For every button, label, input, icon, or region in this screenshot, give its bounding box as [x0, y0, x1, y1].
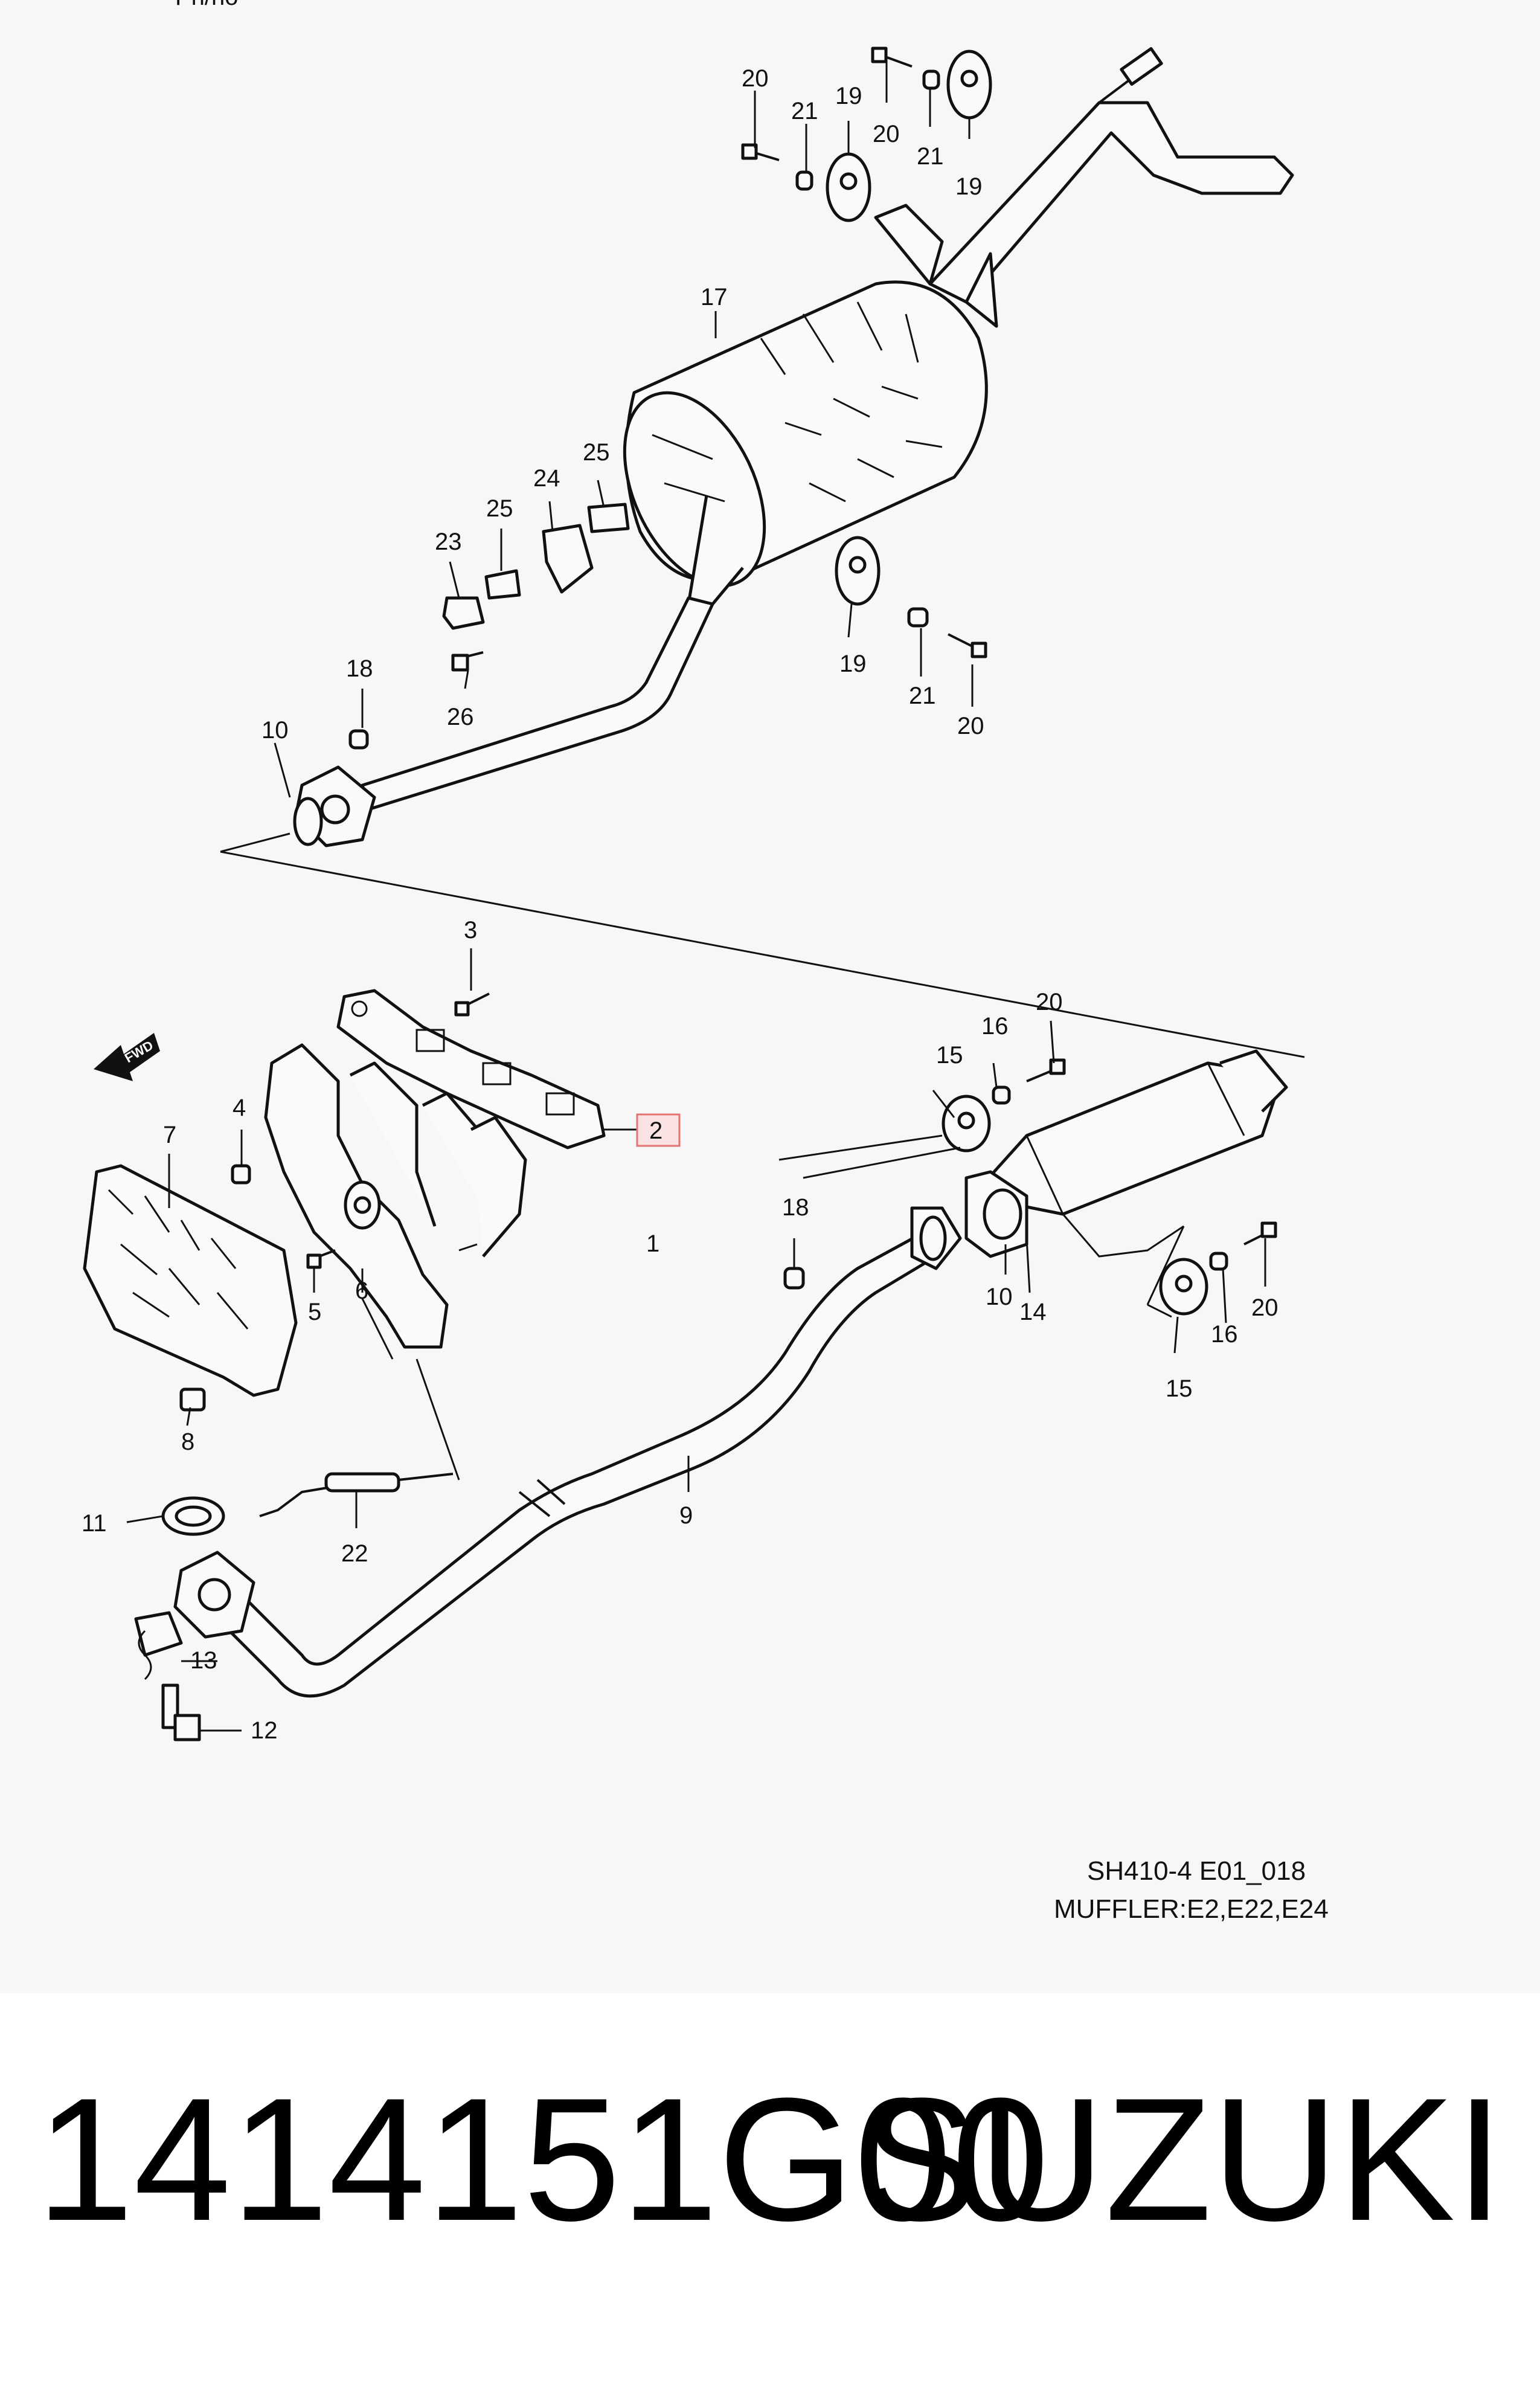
front-exhaust-pipe	[134, 1230, 938, 1741]
callout-22: 22	[341, 1540, 368, 1567]
callout-20: 20	[1251, 1294, 1279, 1321]
highlight-box	[636, 1113, 681, 1147]
brackets-23-26	[442, 503, 630, 672]
hangers-lower	[783, 1058, 1277, 1316]
callout-16: 16	[1211, 1321, 1238, 1348]
callout-17: 17	[701, 284, 728, 310]
callout-24: 24	[533, 465, 560, 492]
leader-lines	[126, 57, 1266, 1732]
callout-20: 20	[957, 713, 984, 739]
hanger-19-top-right	[946, 50, 992, 120]
callout-15: 15	[936, 1042, 963, 1069]
callout-4: 4	[233, 1095, 246, 1121]
tail-pipe	[928, 47, 1294, 304]
catalytic-converter	[910, 1049, 1288, 1270]
part-number: 1414151G00	[36, 2062, 1050, 2257]
callout-19: 19	[955, 173, 983, 200]
callout-13: 13	[190, 1647, 217, 1674]
callout-labels: 20 21 19 20 21 19 17 25 24 25 23 26 18 1…	[82, 65, 1279, 1744]
callout-10: 10	[986, 1284, 1013, 1310]
exhaust-system-diagram: Pn/no	[82, 0, 1329, 1924]
diagram-panel: Pn/no	[82, 0, 1329, 1924]
exhaust-manifold	[264, 1043, 527, 1349]
callout-25: 25	[583, 439, 610, 466]
callout-10: 10	[261, 717, 289, 744]
callout-25: 25	[486, 495, 513, 522]
callout-14: 14	[1019, 1299, 1047, 1325]
callout-19: 19	[839, 651, 867, 677]
callout-5: 5	[308, 1299, 321, 1325]
callout-21: 21	[909, 683, 936, 709]
callout-15: 15	[1166, 1375, 1193, 1402]
exhaust-gasket-11	[161, 1496, 225, 1536]
callout-11: 11	[82, 1510, 107, 1537]
callout-20: 20	[742, 65, 769, 92]
heat-shield	[83, 1164, 298, 1397]
callout-16: 16	[981, 1013, 1009, 1040]
callout-21: 21	[917, 143, 944, 170]
muffler-body	[623, 204, 998, 606]
callout-6: 6	[355, 1278, 368, 1304]
brand-name: SUZUKI	[861, 2062, 1504, 2257]
hanger-19-right	[835, 536, 881, 606]
studs-nuts-lower	[179, 992, 490, 1412]
top-fragment-text: Pn/no	[175, 0, 239, 10]
callout-21: 21	[791, 98, 818, 124]
reference-line	[220, 832, 1305, 1058]
callout-1: 1	[646, 1230, 659, 1257]
callout-3: 3	[464, 917, 477, 944]
callout-9: 9	[679, 1502, 693, 1529]
callout-12: 12	[251, 1717, 278, 1744]
callout-20: 20	[873, 121, 900, 147]
callout-23: 23	[435, 529, 462, 555]
callout-2-highlighted: 2	[649, 1117, 663, 1144]
callout-19: 19	[835, 83, 862, 109]
manifold-gasket	[336, 989, 606, 1149]
hanger-19-top-left	[826, 152, 871, 222]
callout-20: 20	[1036, 989, 1063, 1015]
bolts-upper	[348, 47, 987, 750]
reference-code: SH410-4 E01_018	[1087, 1856, 1306, 1886]
callout-18: 18	[346, 655, 373, 682]
callout-26: 26	[447, 704, 474, 730]
front-pipe-upper	[293, 596, 714, 847]
callout-7: 7	[163, 1122, 176, 1148]
reference-title: MUFFLER:E2,E22,E24	[1054, 1894, 1329, 1924]
fwd-arrow: FWD	[94, 1033, 160, 1081]
callout-18: 18	[782, 1194, 809, 1221]
oxygen-sensor	[259, 1472, 454, 1517]
callout-8: 8	[181, 1429, 194, 1455]
